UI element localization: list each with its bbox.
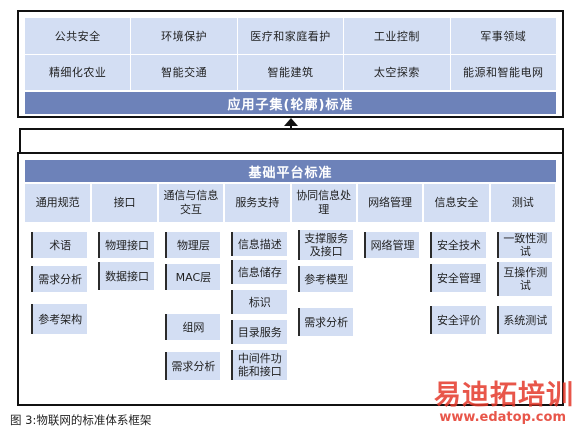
item-support-services: 支撑服务及接口 [299, 230, 353, 260]
domain-environment: 环境保护 [131, 18, 237, 54]
application-standards-panel: 公共安全 环境保护 医疗和家庭看护 工业控制 军事领域 精细化农业 智能交通 智… [17, 10, 564, 118]
platform-standards-panel: 基础平台标准 通用规范 术语 需求分析 参考架构 接口 物理接口 数据接口 通信… [17, 152, 564, 406]
item-requirements: 需求分析 [299, 308, 353, 336]
column-service-support: 服务支持 信息描述 信息储存 标识 目录服务 中间件功能和接口 [224, 184, 291, 402]
item-security-management: 安全管理 [432, 264, 486, 292]
column-header: 服务支持 [225, 184, 291, 222]
item-interoperability-test: 互操作测试 [498, 262, 552, 296]
platform-columns: 通用规范 术语 需求分析 参考架构 接口 物理接口 数据接口 通信与信息交互 物… [25, 184, 556, 402]
domain-healthcare: 医疗和家庭看护 [237, 18, 344, 54]
platform-standards-title: 基础平台标准 [25, 160, 556, 182]
item-identification: 标识 [233, 290, 287, 314]
item-networking: 组网 [166, 314, 221, 340]
item-requirements: 需求分析 [166, 352, 221, 380]
column-header: 协同信息处理 [291, 184, 357, 222]
item-security-evaluation: 安全评价 [432, 306, 486, 334]
item-security-technology: 安全技术 [432, 232, 486, 258]
column-network-management: 网络管理 网络管理 [356, 184, 424, 402]
column-communication: 通信与信息交互 物理层 MAC层 组网 需求分析 [157, 184, 225, 402]
item-middleware: 中间件功能和接口 [233, 350, 287, 380]
column-general-spec: 通用规范 术语 需求分析 参考架构 [25, 184, 92, 402]
arrow-head [284, 118, 298, 126]
item-mac-layer: MAC层 [166, 264, 221, 290]
item-data-interface: 数据接口 [100, 262, 154, 290]
column-testing: 测试 一致性测试 互操作测试 系统测试 [489, 184, 556, 402]
column-information-security: 信息安全 安全技术 安全管理 安全评价 [423, 184, 490, 402]
column-header: 信息安全 [424, 184, 490, 222]
column-header: 通用规范 [25, 184, 92, 222]
item-physical-layer: 物理层 [166, 232, 221, 258]
watermark-brand: 易迪拓培训 [434, 380, 574, 411]
domain-space: 太空探索 [344, 54, 450, 90]
domain-military: 军事领域 [450, 18, 556, 54]
domain-agriculture: 精细化农业 [25, 54, 131, 90]
watermark-url: www.edatop.com [439, 410, 566, 425]
column-collaborative-processing: 协同信息处理 支撑服务及接口 参考模型 需求分析 [290, 184, 357, 402]
item-terminology: 术语 [33, 232, 88, 258]
item-directory-service: 目录服务 [233, 320, 287, 344]
application-domain-grid: 公共安全 环境保护 医疗和家庭看护 工业控制 军事领域 精细化农业 智能交通 智… [25, 18, 556, 90]
domain-building: 智能建筑 [237, 54, 344, 90]
domain-energy-grid: 能源和智能电网 [450, 54, 556, 90]
column-interface: 接口 物理接口 数据接口 [91, 184, 158, 402]
item-reference-model: 参考模型 [299, 266, 353, 292]
column-header: 接口 [92, 184, 158, 222]
item-info-storage: 信息储存 [233, 260, 287, 284]
column-header: 测试 [490, 184, 556, 222]
item-system-test: 系统测试 [498, 306, 552, 334]
domain-public-safety: 公共安全 [25, 18, 131, 54]
item-physical-interface: 物理接口 [100, 232, 154, 258]
item-network-management: 网络管理 [365, 232, 420, 258]
figure-caption: 图 3:物联网的标准体系框架 [10, 413, 152, 427]
item-conformance-test: 一致性测试 [498, 232, 552, 258]
item-reference-architecture: 参考架构 [33, 304, 88, 334]
application-standards-title: 应用子集(轮廓)标准 [25, 92, 556, 114]
column-header: 通信与信息交互 [158, 184, 225, 222]
column-header: 网络管理 [357, 184, 424, 222]
domain-industrial-control: 工业控制 [344, 18, 450, 54]
domain-transport: 智能交通 [131, 54, 237, 90]
item-info-description: 信息描述 [233, 232, 287, 256]
item-requirements: 需求分析 [33, 266, 88, 292]
